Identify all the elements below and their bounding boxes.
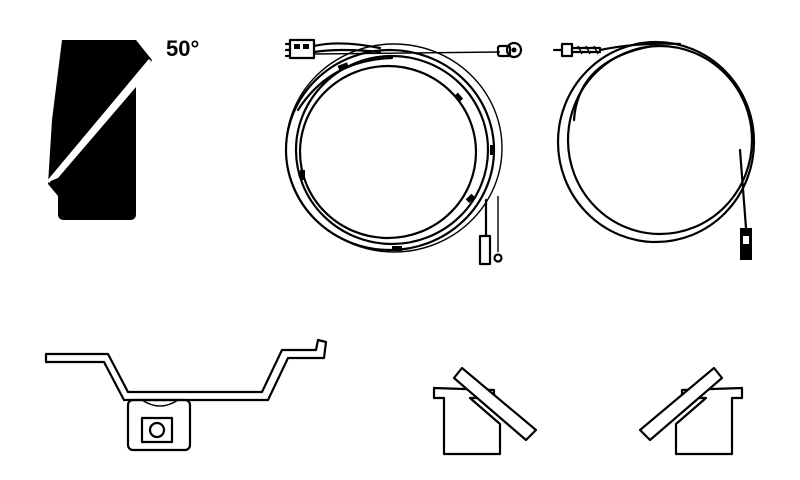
bracket-tab bbox=[126, 398, 192, 452]
cable-plug bbox=[560, 42, 574, 58]
cable-coil-part bbox=[552, 40, 756, 260]
roof-clip-left-part bbox=[432, 366, 538, 456]
pigtail-connector bbox=[478, 234, 492, 266]
harness-connector bbox=[288, 38, 316, 60]
wire-harness-coil-part bbox=[284, 38, 523, 266]
angle-label-50-degrees: 50° bbox=[166, 36, 200, 61]
wedge-block-part bbox=[46, 40, 154, 220]
ring-terminal bbox=[496, 44, 512, 58]
roof-clip-right-part bbox=[638, 366, 744, 456]
mounting-bracket-part bbox=[44, 338, 328, 452]
